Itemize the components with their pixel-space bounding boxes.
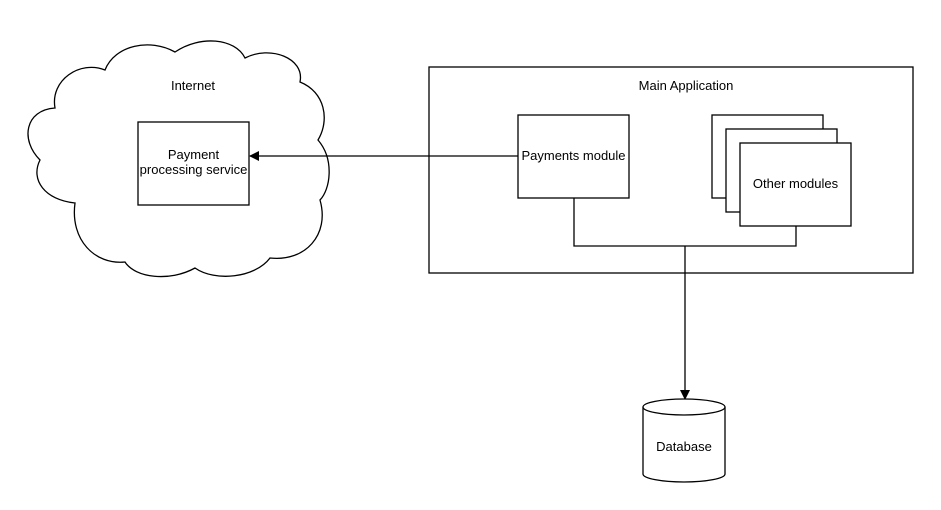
other-modules-front-box [739, 142, 852, 227]
payments-module: Payments module [517, 114, 630, 199]
payment-processing-label-line2: processing service [140, 162, 248, 177]
payments-module-box [517, 114, 630, 199]
payment-processing-service-box [137, 121, 250, 206]
internet-label: Internet [171, 78, 215, 93]
payment-processing-label-line1: Payment [168, 147, 220, 162]
other-modules-label: Other modules [753, 176, 839, 191]
database-cylinder-top [642, 398, 726, 416]
other-modules-stack: Other modules [711, 114, 852, 227]
database: Database [642, 398, 726, 483]
payment-processing-service: Payment processing service [137, 121, 250, 206]
main-application-label: Main Application [639, 78, 734, 93]
database-label: Database [656, 439, 712, 454]
payments-module-label: Payments module [521, 148, 625, 163]
database-cylinder-body [642, 407, 726, 483]
